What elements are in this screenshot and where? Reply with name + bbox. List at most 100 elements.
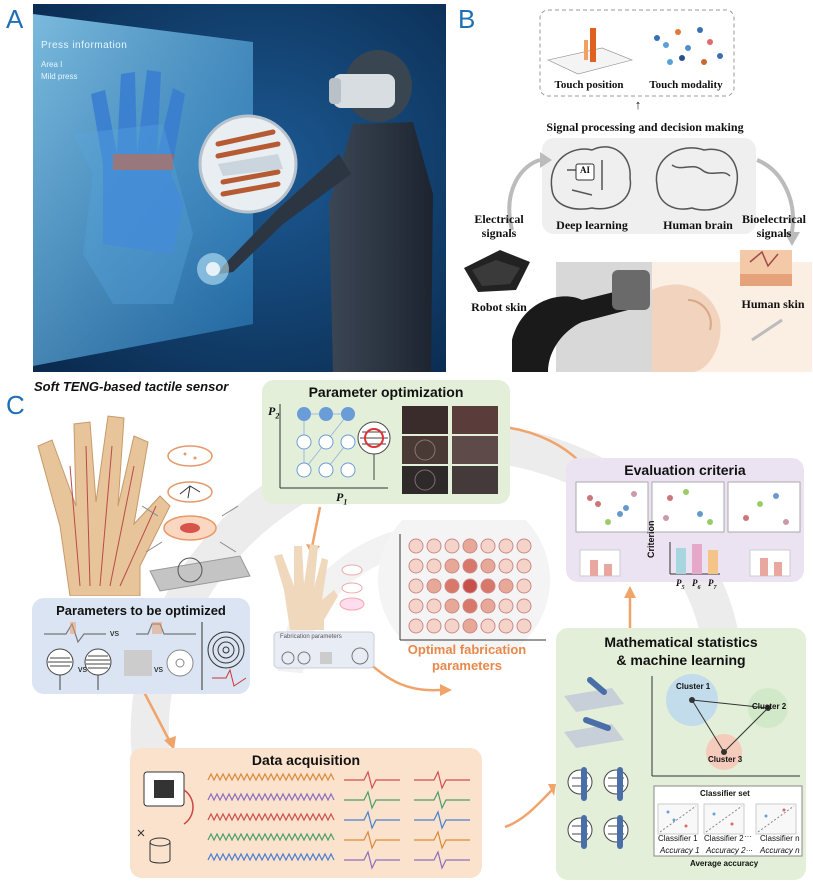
fabrication-params-label: Fabrication parameters <box>280 634 342 640</box>
classifier-1-label: Classifier 1 <box>658 834 698 843</box>
classifier-2-label: Classifier 2 <box>704 834 744 843</box>
accuracy-n-label: Accuracy n <box>760 846 800 855</box>
spike-signal <box>414 830 470 850</box>
human-brain-label: Human brain <box>663 218 733 232</box>
parameter-dot <box>480 578 496 594</box>
up-arrow: ↑ <box>634 97 642 112</box>
parameter-dot <box>462 558 478 574</box>
parameter-dot <box>516 538 532 554</box>
parameters-to-optimize-graphics <box>44 622 247 690</box>
parameter-dot <box>480 558 496 574</box>
hand-sensor-illustration <box>37 415 251 596</box>
parameter-dot <box>516 598 532 614</box>
parameter-dot <box>426 578 442 594</box>
ai-brain-icon <box>550 146 632 210</box>
spike-signal <box>344 850 400 870</box>
touch-modality-label: Touch modality <box>649 79 723 91</box>
ai-chip-label: AI <box>579 165 590 175</box>
parameter-dot <box>408 578 424 594</box>
parameter-dot <box>408 558 424 574</box>
cluster-1-label: Cluster 1 <box>676 682 711 691</box>
touch-modality-plot <box>654 27 723 65</box>
parameter-dot <box>444 598 460 614</box>
p5-symbol: P <box>676 578 682 588</box>
p2-symbol: P <box>268 404 276 418</box>
screen-line-1: Area I <box>41 60 63 69</box>
screen-title: Press information <box>41 40 128 51</box>
deep-learning-label: Deep learning <box>556 218 628 232</box>
classifier-n-label: Classifier n <box>760 834 800 843</box>
parameter-dot <box>462 598 478 614</box>
screen-line-2: Mild press <box>41 72 78 81</box>
classifier-ellipsis: ··· <box>744 832 752 841</box>
parameter-dot <box>444 578 460 594</box>
human-brain-icon <box>655 147 739 211</box>
spike-signal <box>344 790 400 810</box>
evaluation-criteria-title: Evaluation criteria <box>624 462 746 478</box>
waveform-line <box>207 792 335 802</box>
spike-signal <box>414 790 470 810</box>
parameter-dot <box>480 598 496 614</box>
accuracy-ellipsis: ... <box>746 844 753 853</box>
optimal-parameters-grid <box>378 520 550 650</box>
bioelectrical-signals-label: Bioelectrical signals <box>742 212 806 240</box>
p2-axis-label: P2 <box>268 404 279 420</box>
parameter-dot <box>516 578 532 594</box>
parameter-dot <box>498 618 514 634</box>
parameter-dot <box>480 618 496 634</box>
waveform-line <box>207 852 335 862</box>
parameter-dot <box>444 538 460 554</box>
panel-b-graphics <box>464 9 812 372</box>
waveform-line <box>207 772 335 782</box>
p6-subscript: 6 <box>697 584 701 591</box>
robot-arm-image <box>512 262 652 372</box>
parameter-dot <box>462 618 478 634</box>
parameter-dot <box>498 538 514 554</box>
p1-subscript: 1 <box>343 497 348 507</box>
parameter-dot <box>426 538 442 554</box>
optimal-params-label: Optimal fabrication parameters <box>407 642 527 673</box>
evaluation-criteria-graphics <box>575 481 801 577</box>
p7-subscript: 7 <box>713 584 717 591</box>
parameter-optimization-title: Parameter optimization <box>308 384 464 400</box>
parameter-dot <box>516 558 532 574</box>
parameters-to-optimize-title: Parameters to be optimized <box>56 603 226 618</box>
fabrication-mini-illustration <box>273 544 375 669</box>
vr-scene-illustration <box>33 4 446 372</box>
p1-symbol: P <box>336 490 344 504</box>
panel-a: Press information Area I Mild press <box>33 4 446 372</box>
touch-position-label: Touch position <box>554 79 624 91</box>
panel-c-title: Soft TENG-based tactile sensor <box>34 379 229 394</box>
math-statistics-title-2: & machine learning <box>616 652 746 668</box>
parameter-dot <box>498 598 514 614</box>
p5-subscript: 5 <box>681 584 685 591</box>
vs-label-3: vs <box>154 664 163 674</box>
parameter-dot <box>462 578 478 594</box>
parameter-dot <box>480 538 496 554</box>
cluster-2-label: Cluster 2 <box>752 702 787 711</box>
p2-subscript: 2 <box>275 411 280 421</box>
panel-label-c: C <box>6 390 25 420</box>
criterion-axis-label: Criterion <box>646 520 656 558</box>
cluster-3-label: Cluster 3 <box>708 755 743 764</box>
parameter-dot <box>444 618 460 634</box>
p7-label: P7 <box>708 578 717 591</box>
panel-label-a: A <box>6 4 24 34</box>
waveform-line <box>207 832 335 842</box>
math-statistics-graphics <box>564 674 803 857</box>
spike-signal <box>344 810 400 830</box>
spike-signal <box>414 810 470 830</box>
parameter-dot <box>444 558 460 574</box>
parameter-dot <box>498 578 514 594</box>
data-acquisition-title: Data acquisition <box>251 752 361 768</box>
parameter-dot <box>426 618 442 634</box>
parameter-dot <box>516 618 532 634</box>
p7-symbol: P <box>708 578 714 588</box>
parameter-dot <box>408 598 424 614</box>
accuracy-2-label: Accuracy 2 <box>706 846 746 855</box>
accuracy-1-label: Accuracy 1 <box>660 846 700 855</box>
parameter-dot <box>498 558 514 574</box>
parameter-dot <box>426 598 442 614</box>
electrical-signals-label: Electrical signals <box>474 212 524 240</box>
spike-signal <box>344 770 400 790</box>
